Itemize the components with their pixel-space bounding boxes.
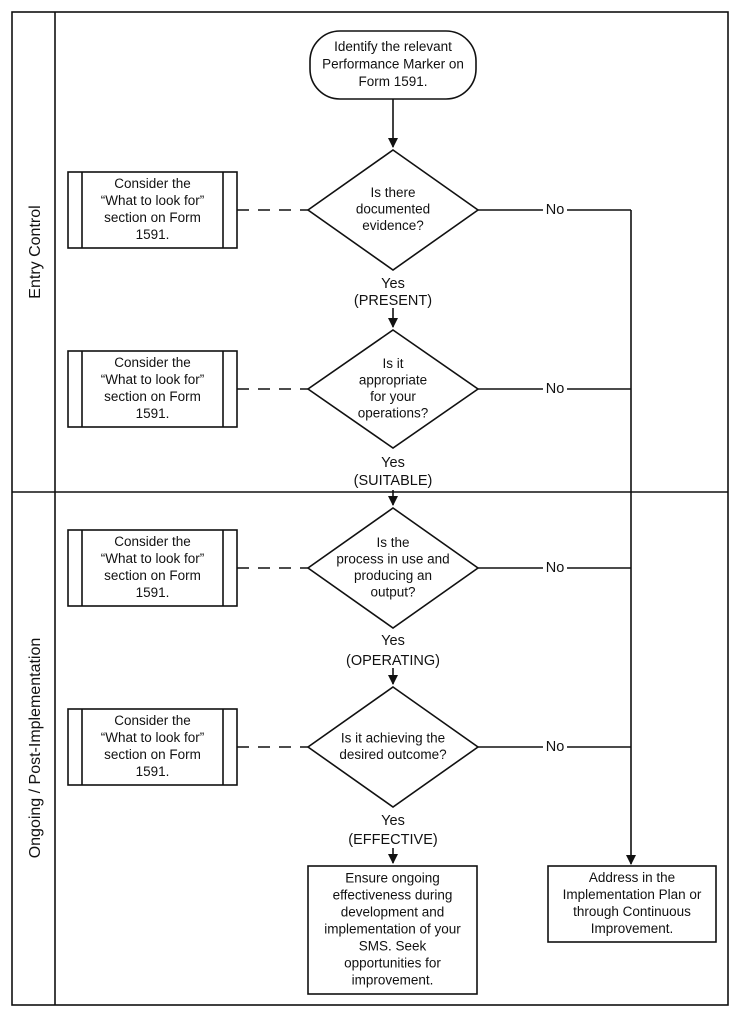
address-label-line: Implementation Plan or [563,887,702,902]
decision-label-line: Is there [370,185,415,200]
consider-boxes: Consider the “What to look for” section on… [67,171,238,786]
decision-label-line: operations? [358,405,429,420]
consider-label-line: “What to look for” [101,193,205,208]
consider-label-line: section on Form [104,210,201,225]
state-label: (EFFECTIVE) [348,832,437,848]
ensure-box [307,865,478,995]
decision-label-line: evidence? [362,218,424,233]
decision-process-in-use [306,507,480,629]
consider-label-line: “What to look for” [101,551,205,566]
ensure-label-line: Ensure ongoing [345,871,440,886]
decision-label-line: Is it [382,356,403,371]
consider-label-line: 1591. [136,227,170,242]
consider-box [67,350,238,428]
start-label-line: Identify the relevant [334,39,452,54]
decision-label-line: Is the [376,535,409,550]
decision-appropriate [306,329,480,449]
decision-label-line: for your [370,389,416,404]
state-label: (SUITABLE) [354,473,433,489]
consider-label-line: Consider the [114,713,191,728]
decision-label-line: process in use and [336,551,449,566]
decision-desired-outcome [306,686,480,808]
decision-label-line: appropriate [359,372,427,387]
diagram-frame [11,11,729,1006]
consider-label-line: Consider the [114,355,191,370]
state-label: (OPERATING) [346,653,440,669]
consider-box [67,529,238,607]
consider-box [67,171,238,249]
yes-label: Yes [381,633,405,649]
decision-label-line: Is it achieving the [341,730,445,745]
yes-labels: Yes(PRESENT)Yes(SUITABLE)Yes(OPERATING)Y… [346,276,440,848]
ensure-label-line: development and [341,905,445,920]
no-label: No [546,381,565,397]
ensure-label-line: effectiveness during [333,888,453,903]
address-label-line: Improvement. [591,921,674,936]
consider-box [67,708,238,786]
start-label-line: Form 1591. [358,74,427,89]
ensure-label-line: improvement. [352,973,434,988]
consider-label-line: “What to look for” [101,730,205,745]
address-box [547,865,717,943]
yes-label: Yes [381,455,405,471]
consider-label-line: 1591. [136,406,170,421]
no-label: No [546,739,565,755]
decision-label-line: documented [356,202,430,217]
decision-label-line: producing an [354,568,432,583]
address-label-line: Address in the [589,870,675,885]
address-label-line: through Continuous [573,904,691,919]
state-label: (PRESENT) [354,293,432,309]
consider-label-line: section on Form [104,568,201,583]
consider-label-line: section on Form [104,747,201,762]
consider-label-line: Consider the [114,534,191,549]
consider-label-line: 1591. [136,764,170,779]
consider-label-line: Consider the [114,176,191,191]
decision-label-line: desired outcome? [339,747,446,762]
start-label-line: Performance Marker on [322,57,464,72]
yes-label: Yes [381,813,405,829]
consider-label-line: “What to look for” [101,372,205,387]
lane-label-ongoing: Ongoing / Post-Implementation [27,638,44,859]
yes-label: Yes [381,276,405,292]
decision-label-line: output? [370,584,415,599]
consider-label-line: section on Form [104,389,201,404]
no-label: No [546,560,565,576]
consider-label-line: 1591. [136,585,170,600]
lane-label-entry-control: Entry Control [27,205,44,298]
no-label: No [546,202,565,218]
ensure-label-line: opportunities for [344,956,441,971]
ensure-label-line: implementation of your [324,922,461,937]
ensure-text: Ensure ongoing effectiveness during develo… [324,871,461,988]
ensure-label-line: SMS. Seek [359,939,427,954]
decision-documented-evidence [306,149,480,271]
